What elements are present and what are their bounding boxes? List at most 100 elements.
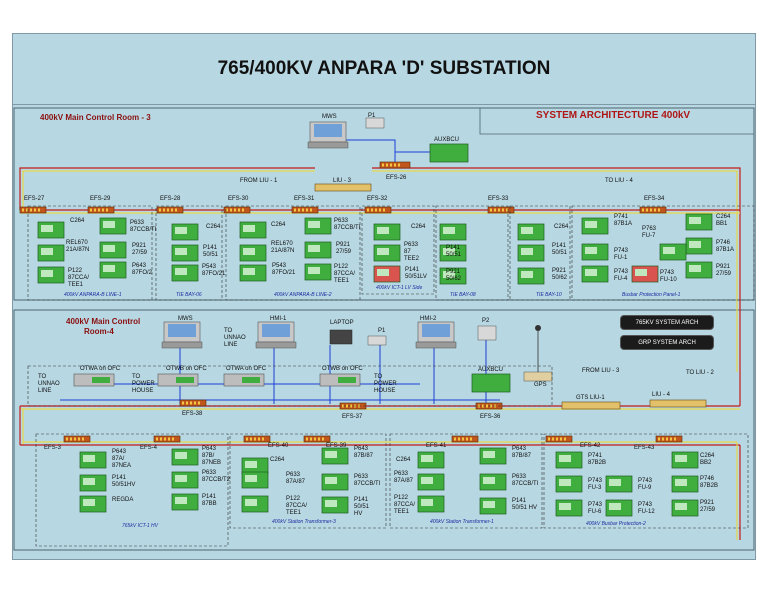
bay-caption: TIE BAY-10 (536, 292, 562, 298)
bay-caption: 400kV ICT-1 LV Side (376, 285, 423, 291)
relay-label: REGDA (112, 497, 134, 503)
relay-screen (675, 455, 687, 462)
switch-port (306, 437, 308, 441)
switch-port (254, 437, 256, 441)
switch-port (175, 208, 177, 212)
switch-port (306, 208, 308, 212)
relay-label: P743 FU-1 (614, 248, 629, 261)
grp-system-arch-button[interactable]: GRP SYSTEM ARCH (620, 335, 714, 350)
switch-port (662, 437, 664, 441)
comm-panel (27, 365, 553, 407)
switch-port (171, 208, 173, 212)
workstation-screen (314, 124, 342, 137)
liu-4-label: LIU - 4 (652, 392, 671, 398)
bay-panel-ict-1-lv (361, 205, 435, 295)
switch-port (470, 437, 472, 441)
communication-box-screen (92, 377, 110, 383)
to-liu-2-label: TO LIU - 2 (686, 370, 714, 376)
switch-port (250, 437, 252, 441)
bay-panel-busbar-1 (571, 205, 755, 301)
ring-cable (372, 167, 741, 300)
relay-label: C264 (271, 222, 286, 228)
relay-screen (308, 221, 320, 228)
efs-38-label: EFS-38 (182, 411, 203, 417)
from-liu-1-label: FROM LIU - 1 (240, 178, 278, 184)
relay-screen (325, 477, 337, 484)
ring-cable (22, 170, 315, 210)
relay-screen (675, 503, 687, 510)
relay-screen (663, 247, 675, 254)
auxbcu-unit (471, 373, 511, 393)
switch-port (310, 208, 312, 212)
relay-screen (609, 503, 621, 510)
relay-label: P643 87A/ 87NEA (112, 449, 132, 469)
relay-screen (585, 221, 597, 228)
switch-port (168, 437, 170, 441)
relay-screen (443, 227, 455, 234)
relay-label: P122 87CCA/ TEE1 (334, 264, 356, 284)
workstation-screen (168, 324, 196, 337)
bay-caption: TIE BAY-06 (176, 292, 202, 298)
laptop-label: LAPTOP (330, 320, 354, 326)
765kv-system-arch-button[interactable]: 765KV SYSTEM ARCH (620, 315, 714, 330)
efs-42-label: EFS-42 (580, 443, 601, 449)
relay-label: P921 50/62 (552, 268, 568, 281)
switch-port (398, 163, 400, 167)
switch-port (650, 208, 652, 212)
relay-label: P122 87CCA/ TEE1 (68, 268, 90, 288)
ethernet-switch (243, 435, 271, 443)
bay-panel-tie-bay-06 (155, 205, 223, 301)
switch-port (498, 208, 500, 212)
relay-label: REL670 21A/87N (66, 240, 90, 253)
switch-port (506, 208, 508, 212)
communication-box-screen (176, 377, 194, 383)
relay-screen (103, 221, 115, 228)
relay-label: P141 50/51 HV (512, 498, 538, 511)
relay-screen (175, 248, 187, 255)
switch-port (552, 437, 554, 441)
switch-port (74, 437, 76, 441)
relay-screen (83, 455, 95, 462)
relay-label: C264 BB1 (716, 214, 731, 227)
relay-screen (585, 247, 597, 254)
efs-37-label: EFS-37 (342, 414, 363, 420)
switch-port (70, 437, 72, 441)
gts-liu-1-panel (561, 401, 621, 410)
relay-screen (377, 227, 389, 234)
switch-port (386, 163, 388, 167)
switch-port (90, 208, 92, 212)
bay-caption: 400kV Station Transformer-1 (430, 519, 494, 525)
otwb-label: OTWB on OFC (166, 366, 207, 372)
to-liu-4-label: TO LIU - 4 (605, 178, 633, 184)
room4-p1-label: P1 (378, 328, 386, 334)
bay-panel-tie-bay-08 (435, 205, 509, 301)
efs-3-label: EFS-3 (44, 445, 62, 451)
otwa-label: OTWA on OFC (226, 366, 267, 372)
relay-label: P141 50/51 (446, 245, 462, 258)
ethernet-switch (303, 435, 331, 443)
switch-port (646, 208, 648, 212)
switch-port (159, 208, 161, 212)
bay-panel-busbar-2 (543, 433, 749, 529)
system-arch-400kv-label: SYSTEM ARCHITECTURE 400kV (536, 110, 691, 121)
relay-label: P141 50/51 (203, 245, 219, 258)
relay-label: P633 87CCB/TI (130, 220, 157, 233)
switch-port (454, 437, 456, 441)
relay-label: P643 87B/ 87NEB (202, 446, 222, 466)
ethernet-switch (87, 206, 115, 214)
ethernet-switch (156, 206, 184, 214)
efs-33-label: EFS-33 (488, 196, 509, 202)
bay-caption: TIE BAY-08 (450, 292, 476, 298)
switch-port (102, 208, 104, 212)
switch-port (106, 208, 108, 212)
bay-panel-station-transformer-1 (389, 433, 543, 529)
ethernet-switch (19, 206, 47, 214)
liu-3-panel (314, 183, 372, 192)
switch-port (371, 208, 373, 212)
switch-port (94, 208, 96, 212)
page-title: 765/400KV ANPARA 'D' SUBSTATION (217, 58, 551, 79)
switch-port (302, 208, 304, 212)
relay-label: P741 87B2B (588, 453, 607, 466)
switch-port (486, 404, 488, 408)
relay-screen (245, 461, 257, 468)
